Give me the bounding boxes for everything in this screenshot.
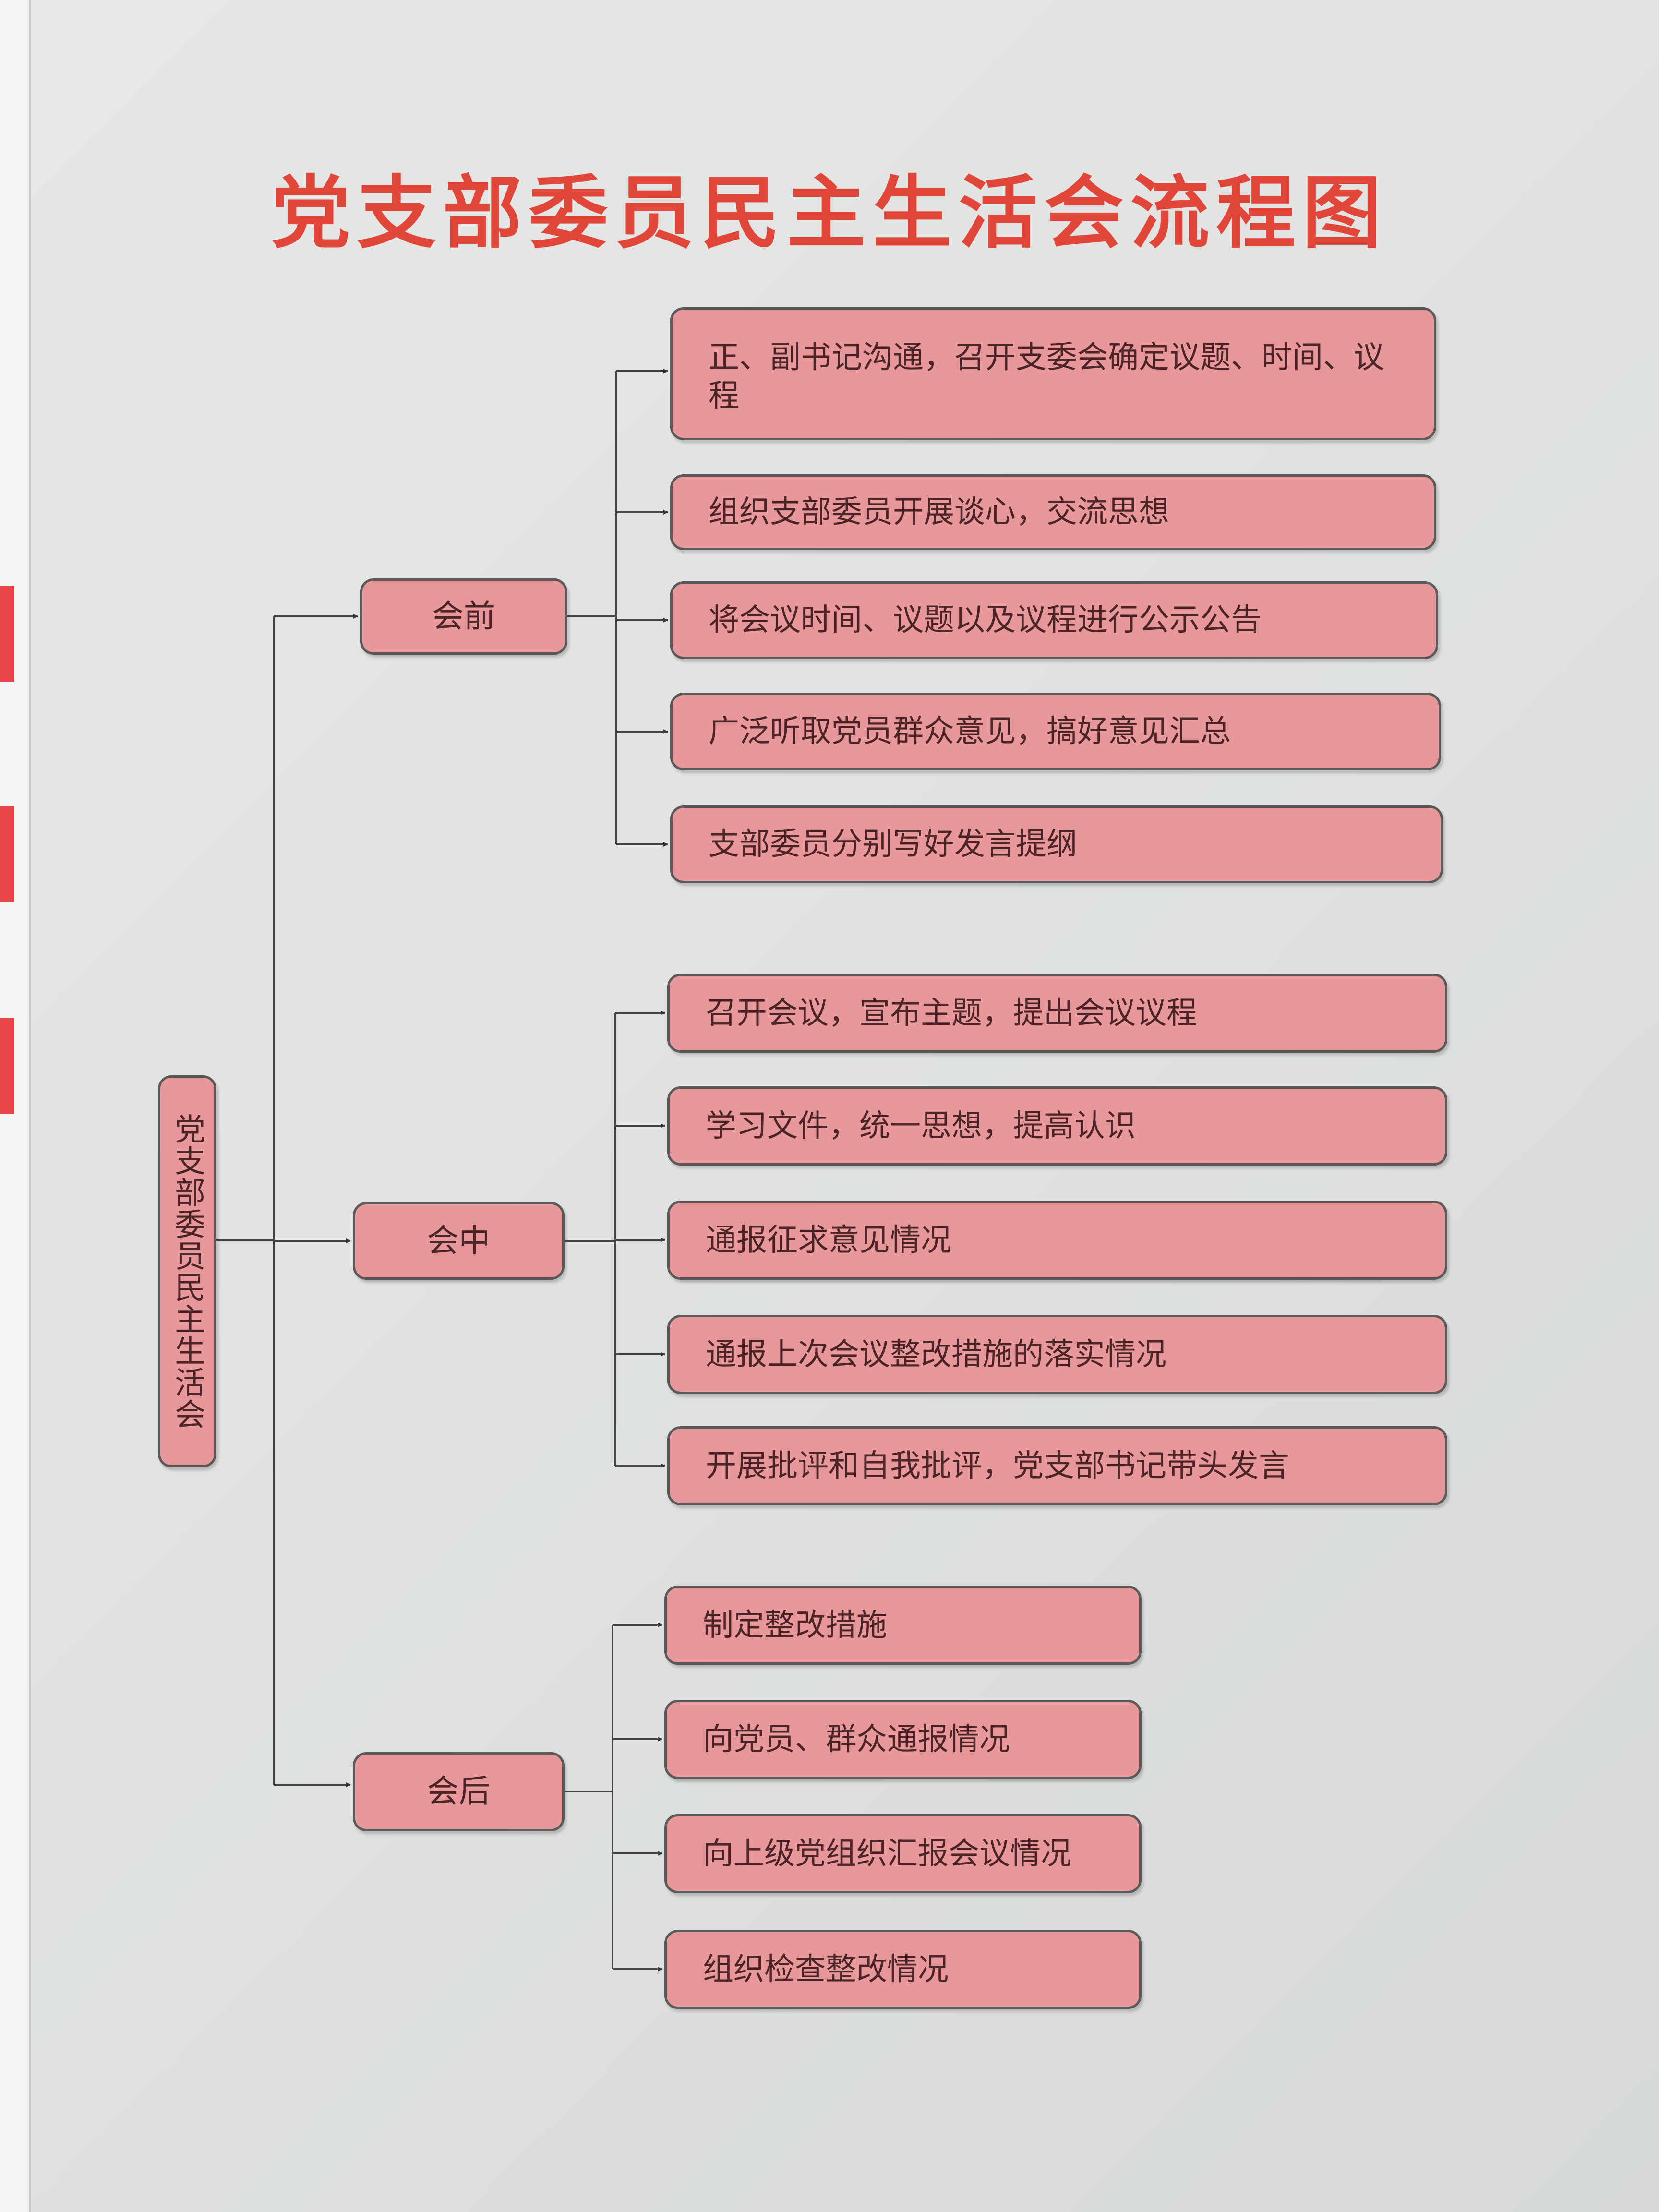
- step-box: 将会议时间、议题以及议程进行公示公告: [670, 581, 1438, 659]
- step-box: 广泛听取党员群众意见，搞好意见汇总: [670, 693, 1441, 770]
- step-box: 支部委员分别写好发言提纲: [670, 805, 1443, 883]
- step-box: 通报征求意见情况: [667, 1201, 1447, 1280]
- step-box: 召开会议，宣布主题，提出会议议程: [667, 974, 1447, 1053]
- page-tab: [0, 586, 14, 682]
- step-box: 制定整改措施: [664, 1586, 1142, 1665]
- step-box: 向党员、群众通报情况: [664, 1700, 1142, 1779]
- phase-during: 会中: [353, 1202, 565, 1280]
- step-box: 组织支部委员开展谈心，交流思想: [670, 474, 1436, 550]
- phase-after: 会后: [353, 1752, 565, 1831]
- step-box: 开展批评和自我批评，党支部书记带头发言: [667, 1426, 1447, 1505]
- page-title: 党支部委员民主生活会流程图: [271, 166, 1388, 259]
- step-box: 通报上次会议整改措施的落实情况: [667, 1315, 1447, 1394]
- phase-before: 会前: [360, 578, 567, 655]
- page-tab: [0, 806, 14, 902]
- page-tab: [0, 1018, 14, 1114]
- step-box: 学习文件，统一思想，提高认识: [667, 1086, 1447, 1166]
- step-box: 向上级党组织汇报会议情况: [664, 1814, 1142, 1893]
- step-box: 正、副书记沟通，召开支委会确定议题、时间、议程: [670, 307, 1436, 440]
- step-box: 组织检查整改情况: [664, 1930, 1142, 2009]
- root-node: 党支部委员民主生活会: [158, 1075, 216, 1467]
